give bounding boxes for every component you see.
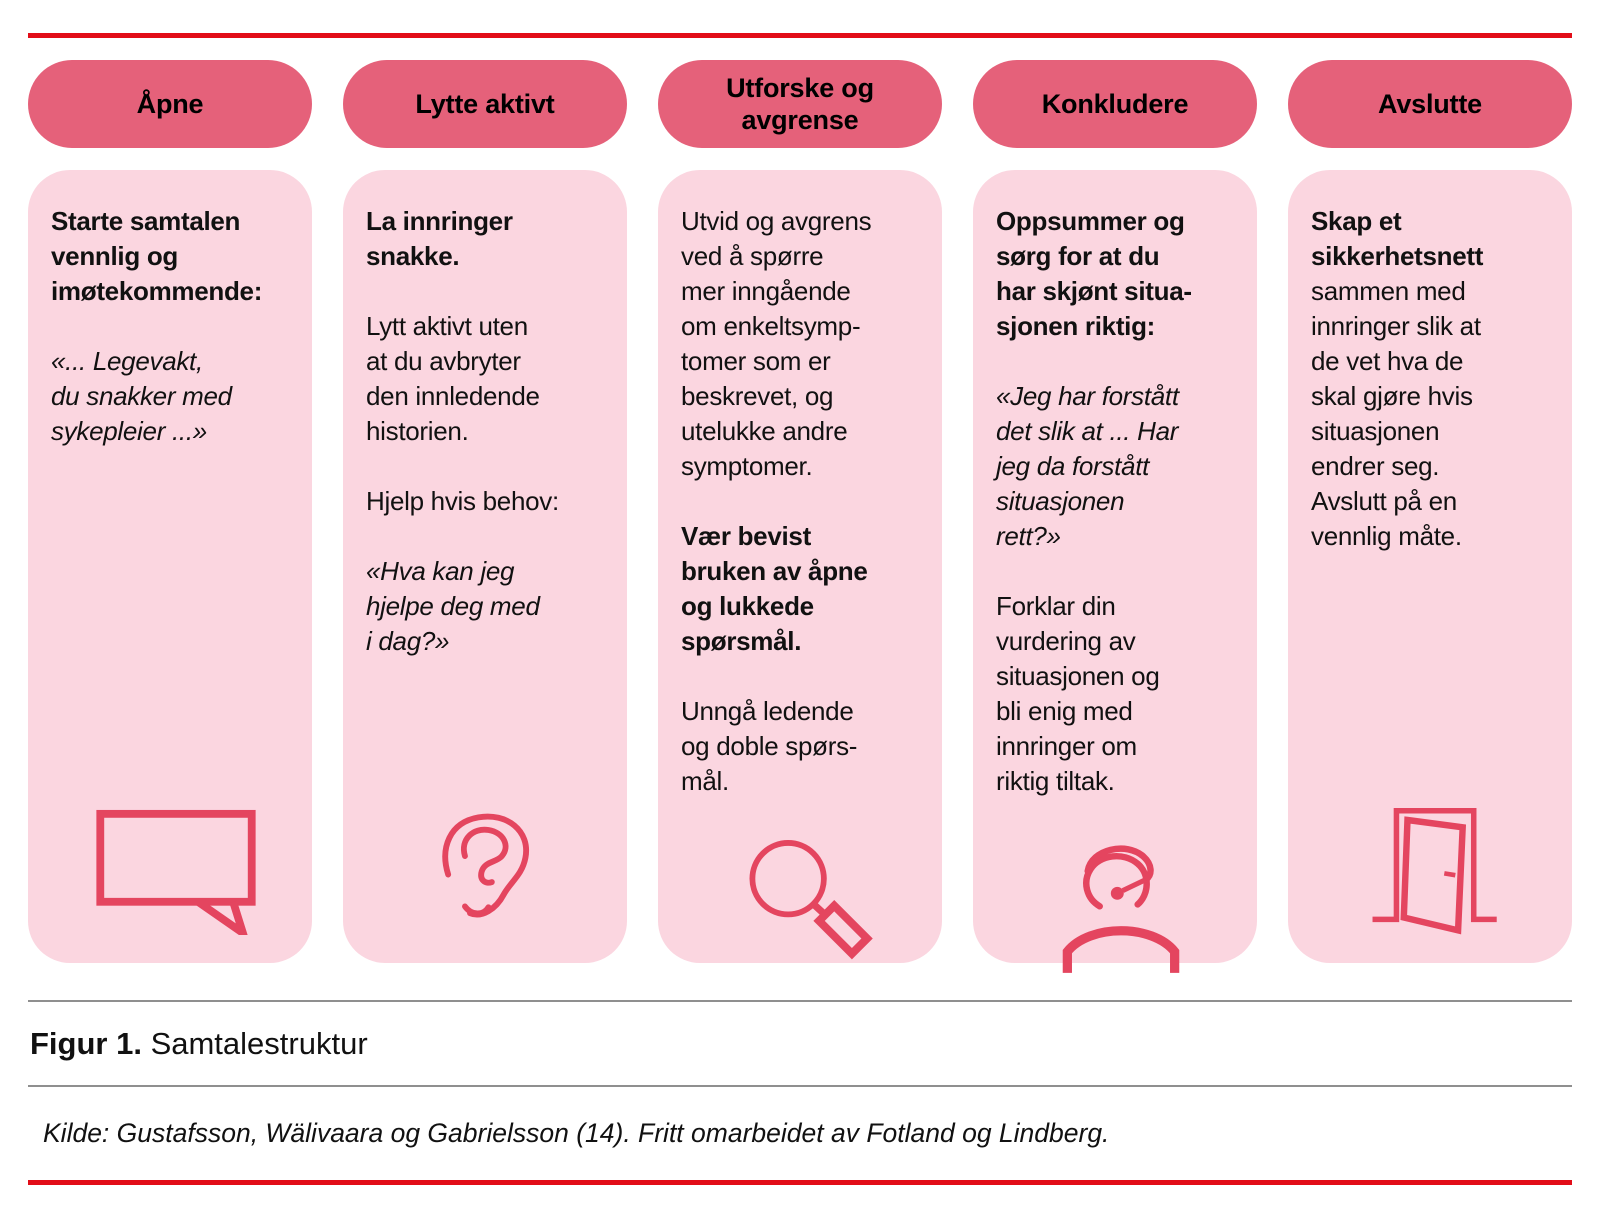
- figure-source: Kilde: Gustafsson, Wälivaara og Gabriels…: [43, 1118, 1110, 1148]
- column-lytte-aktivt: Lytte aktivt La innringer snakke. Lytt a…: [343, 60, 627, 963]
- card-paragraph: Utvid og avgrens ved å spørre mer inngåe…: [681, 206, 872, 481]
- card-paragraph-quote: «... Legevakt, du snakker med sykepleier…: [51, 346, 232, 446]
- header-label: Åpne: [136, 89, 204, 119]
- header-label: Avslutte: [1378, 89, 1482, 119]
- card-konkludere: Oppsummer og sørg for at du har skjønt s…: [973, 170, 1257, 973]
- card-paragraph: La innringer snakke.: [366, 206, 513, 271]
- header-pill-apne: Åpne: [28, 60, 312, 148]
- ear-icon: [366, 809, 615, 939]
- headset-person-icon: [996, 834, 1245, 977]
- card-paragraph: Unngå ledende og doble spørs- mål.: [681, 696, 858, 796]
- card-paragraph: Vær bevist bruken av åpne og lukkede spø…: [681, 521, 868, 656]
- caption-bottom-divider: [28, 1085, 1572, 1087]
- card-lytte-aktivt: La innringer snakke. Lytt aktivt uten at…: [343, 170, 627, 963]
- caption-top-divider: [28, 1000, 1572, 1002]
- header-label: Lytte aktivt: [415, 89, 555, 119]
- process-columns: Åpne Starte samtalen vennlig og imøtekom…: [28, 60, 1572, 973]
- figure-caption-text: Samtalestruktur: [141, 1026, 368, 1061]
- door-icon: [1311, 797, 1560, 939]
- header-pill-konkludere: Konkludere: [973, 60, 1257, 148]
- figure-page: Åpne Starte samtalen vennlig og imøtekom…: [28, 33, 1572, 1185]
- bottom-rule: [28, 1180, 1572, 1185]
- card-paragraph-quote: «Jeg har forstått det slik at ... Har je…: [996, 381, 1179, 551]
- figure-caption-label: Figur 1.: [30, 1026, 142, 1061]
- card-paragraph: Hjelp hvis behov:: [366, 486, 559, 516]
- column-avslutte: Avslutte Skap et sikkerhetsnett sammen m…: [1288, 60, 1572, 963]
- card-paragraph: Oppsummer og sørg for at du har skjønt s…: [996, 206, 1192, 341]
- speech-bubble-icon: [51, 808, 300, 939]
- column-apne: Åpne Starte samtalen vennlig og imøtekom…: [28, 60, 312, 963]
- header-label: Utforske og avgrense: [726, 73, 874, 135]
- column-konkludere: Konkludere Oppsummer og sørg for at du h…: [973, 60, 1257, 973]
- card-paragraph: Starte samtalen vennlig og imøtekommende…: [51, 206, 263, 306]
- card-utforske-og-avgrense: Utvid og avgrens ved å spørre mer inngåe…: [658, 170, 942, 963]
- header-label: Konkludere: [1041, 89, 1189, 119]
- card-paragraph: Skap et sikkerhetsnett: [1311, 206, 1484, 271]
- figure-caption: Figur 1. Samtalestruktur: [28, 1002, 1572, 1085]
- magnifier-icon: [681, 834, 930, 972]
- card-avslutte: Skap et sikkerhetsnett sammen med innrin…: [1288, 170, 1572, 963]
- card-paragraph: Forklar din vurdering av situasjonen og …: [996, 591, 1160, 796]
- card-apne: Starte samtalen vennlig og imøtekommende…: [28, 170, 312, 963]
- card-paragraph-quote: «Hva kan jeg hjelpe deg med i dag?»: [366, 556, 540, 656]
- card-paragraph: sammen med innringer slik at de vet hva …: [1311, 276, 1481, 551]
- card-paragraph: Lytt aktivt uten at du avbryter den innl…: [366, 311, 540, 446]
- column-utforske-og-avgrense: Utforske og avgrense Utvid og avgrens ve…: [658, 60, 942, 963]
- header-pill-utforske-og-avgrense: Utforske og avgrense: [658, 60, 942, 148]
- header-pill-lytte-aktivt: Lytte aktivt: [343, 60, 627, 148]
- top-rule: [28, 33, 1572, 38]
- header-pill-avslutte: Avslutte: [1288, 60, 1572, 148]
